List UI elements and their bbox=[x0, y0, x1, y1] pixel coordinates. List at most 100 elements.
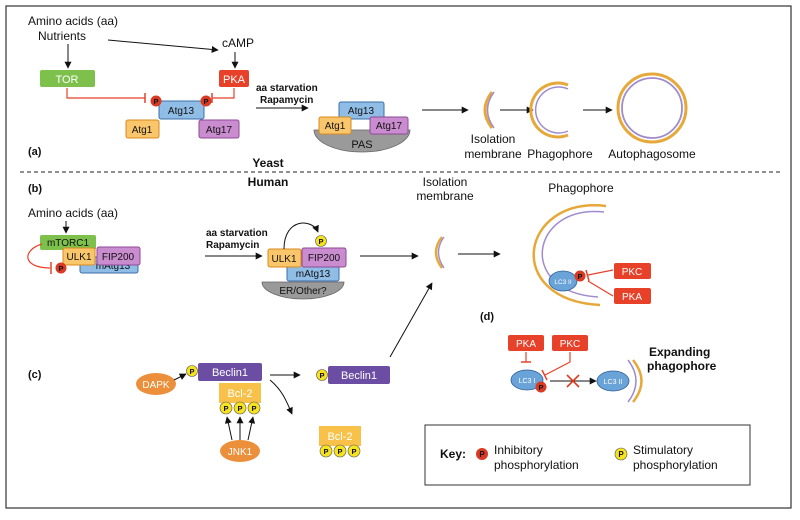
lc3-ii-phospho-inhibitory: P bbox=[574, 270, 586, 282]
human-heading: Human bbox=[248, 175, 289, 189]
fip200-label: FIP200 bbox=[102, 252, 135, 263]
svg-text:P: P bbox=[351, 447, 356, 456]
yeast-atg17-box: Atg17 bbox=[198, 119, 240, 139]
beclin1-label: Beclin1 bbox=[212, 367, 248, 379]
yeast-nutrients-label: Nutrients bbox=[38, 29, 86, 43]
autophagosome bbox=[616, 72, 688, 144]
pas-atg13-box bbox=[338, 101, 385, 120]
legend-stimulatory-label-2: phosphorylation bbox=[633, 458, 718, 472]
beclin1-box: Beclin1 bbox=[198, 363, 262, 381]
legend-inhibitory-label-2: phosphorylation bbox=[494, 458, 579, 472]
svg-text:P: P bbox=[323, 447, 328, 456]
legend-key: Key: P Inhibitory phosphorylation P Stim… bbox=[424, 424, 751, 486]
human-er-complex: ER/Other? mAtg13 ULK1 FIP200 bbox=[261, 247, 347, 300]
yeast-pas-complex: PAS Atg13 Atg1 Atg17 bbox=[313, 101, 411, 153]
arrow-bcl2-release bbox=[269, 379, 293, 415]
mtorc1-label: mTORC1 bbox=[47, 238, 89, 249]
svg-text:P: P bbox=[479, 450, 485, 459]
beclin1-phospho: P bbox=[186, 365, 198, 377]
human-isolation-membrane bbox=[434, 236, 445, 269]
pkc-inhibit-bar bbox=[585, 269, 590, 282]
yeast-atg1-box: Atg1 bbox=[125, 119, 160, 139]
legend-stimulatory-symbol: P bbox=[614, 447, 628, 461]
er-other-label: ER/Other? bbox=[279, 286, 327, 297]
yeast-starvation-label-2: Rapamycin bbox=[260, 95, 313, 106]
er-platform bbox=[261, 281, 345, 300]
human-starvation-label-1: aa starvation bbox=[206, 228, 268, 239]
legend-inhibitory-symbol: P bbox=[476, 448, 488, 460]
bcl2-box: Bcl-2 bbox=[219, 383, 261, 403]
ulk1-autophospho-loop bbox=[283, 222, 319, 250]
yeast-atg13-label: Atg13 bbox=[168, 106, 195, 117]
yeast-tor-box: TOR bbox=[40, 70, 95, 87]
mtorc1-inhibit-loop bbox=[27, 243, 51, 269]
lc3-ii-membrane: LC3 II bbox=[548, 270, 578, 292]
fip200-phospho-stimulatory: P bbox=[315, 235, 327, 247]
pas-atg17-label: Atg17 bbox=[376, 121, 403, 132]
yeast-atg13-box: Atg13 bbox=[158, 100, 205, 120]
beclin1-free-label: Beclin1 bbox=[341, 370, 377, 382]
svg-text:P: P bbox=[189, 367, 194, 376]
figure-frame bbox=[5, 5, 792, 509]
human-amino-acids-label: Amino acids (aa) bbox=[28, 206, 118, 220]
expanding-phagophore-label-1: Expanding bbox=[649, 345, 710, 359]
yeast-heading: Yeast bbox=[252, 156, 283, 170]
lc3-i-node: LC3 I bbox=[510, 369, 544, 391]
pkc-inhibit-line-d bbox=[544, 352, 571, 376]
legend-stimulatory-label-1: Stimulatory bbox=[633, 443, 693, 457]
pka-box-d: PKA bbox=[508, 335, 544, 351]
pka-inhibit-line bbox=[212, 88, 235, 99]
yeast-atg13-phospho-left: P bbox=[150, 95, 162, 107]
bcl2-free-phospho-3: P bbox=[347, 444, 361, 458]
pas-atg17-box bbox=[369, 116, 409, 135]
beclin1-free-phospho: P bbox=[316, 369, 328, 381]
lc3-ii-label-d: LC3 II bbox=[604, 379, 623, 386]
bcl2-free-label: Bcl-2 bbox=[327, 431, 352, 443]
svg-text:P: P bbox=[237, 404, 242, 413]
pka-inhibit-line-b bbox=[587, 280, 614, 297]
arrow-nutrients-camp bbox=[107, 39, 219, 53]
svg-text:P: P bbox=[203, 97, 208, 106]
svg-text:P: P bbox=[538, 383, 543, 392]
bcl2-free-box: Bcl-2 bbox=[319, 426, 361, 446]
svg-text:P: P bbox=[251, 404, 256, 413]
lc3-ii-label: LC3 II bbox=[554, 279, 572, 286]
svg-text:P: P bbox=[577, 272, 582, 281]
er-matg13-label: mAtg13 bbox=[296, 269, 331, 280]
er-ulk1-label: ULK1 bbox=[271, 254, 296, 265]
matg13-label: mAtg13 bbox=[96, 261, 131, 272]
bcl2-phospho-2: P bbox=[233, 401, 247, 415]
blocked-cross-icon bbox=[566, 374, 580, 388]
bcl2-phospho-1: P bbox=[219, 401, 233, 415]
yeast-isolation-label-2: membrane bbox=[464, 147, 522, 161]
pkc-inhibit-bar-d bbox=[541, 369, 548, 381]
pka-box-b: PKA bbox=[614, 288, 651, 304]
yeast-pka-box: PKA bbox=[219, 70, 249, 87]
svg-text:P: P bbox=[153, 97, 158, 106]
arrow-beclin-isolation bbox=[389, 282, 433, 358]
jnk1-label: JNK1 bbox=[228, 447, 253, 458]
pkc-box-d: PKC bbox=[552, 335, 588, 351]
yeast-pka-label: PKA bbox=[223, 74, 246, 86]
bcl2-free-phospho-1: P bbox=[319, 444, 333, 458]
pas-atg1-label: Atg1 bbox=[325, 121, 346, 132]
pka-label-b: PKA bbox=[622, 292, 642, 303]
lc3-i-phospho-inhibitory: P bbox=[535, 381, 547, 393]
yeast-phagophore-label: Phagophore bbox=[527, 147, 593, 161]
pkc-label-b: PKC bbox=[622, 267, 643, 278]
panel-b-label: (b) bbox=[28, 183, 42, 195]
yeast-isolation-membrane bbox=[483, 91, 495, 129]
dapk-node: DAPK bbox=[136, 373, 176, 395]
panel-d-label: (d) bbox=[480, 311, 494, 323]
pka-label-d: PKA bbox=[516, 339, 536, 350]
mtorc1-complex: mTORC1 mAtg13 ULK1 FIP200 bbox=[40, 235, 141, 274]
bcl2-label: Bcl-2 bbox=[227, 388, 252, 400]
yeast-tor-label: TOR bbox=[55, 74, 78, 86]
ulk1-phospho-inhibitory: P bbox=[55, 262, 67, 274]
lc3-i-label: LC3 I bbox=[519, 378, 536, 385]
bcl2-free-phospho-2: P bbox=[333, 444, 347, 458]
lc3-ii-node-d: LC3 II bbox=[596, 370, 630, 392]
human-isolation-label-2: membrane bbox=[416, 189, 474, 203]
pas-platform bbox=[313, 129, 411, 153]
